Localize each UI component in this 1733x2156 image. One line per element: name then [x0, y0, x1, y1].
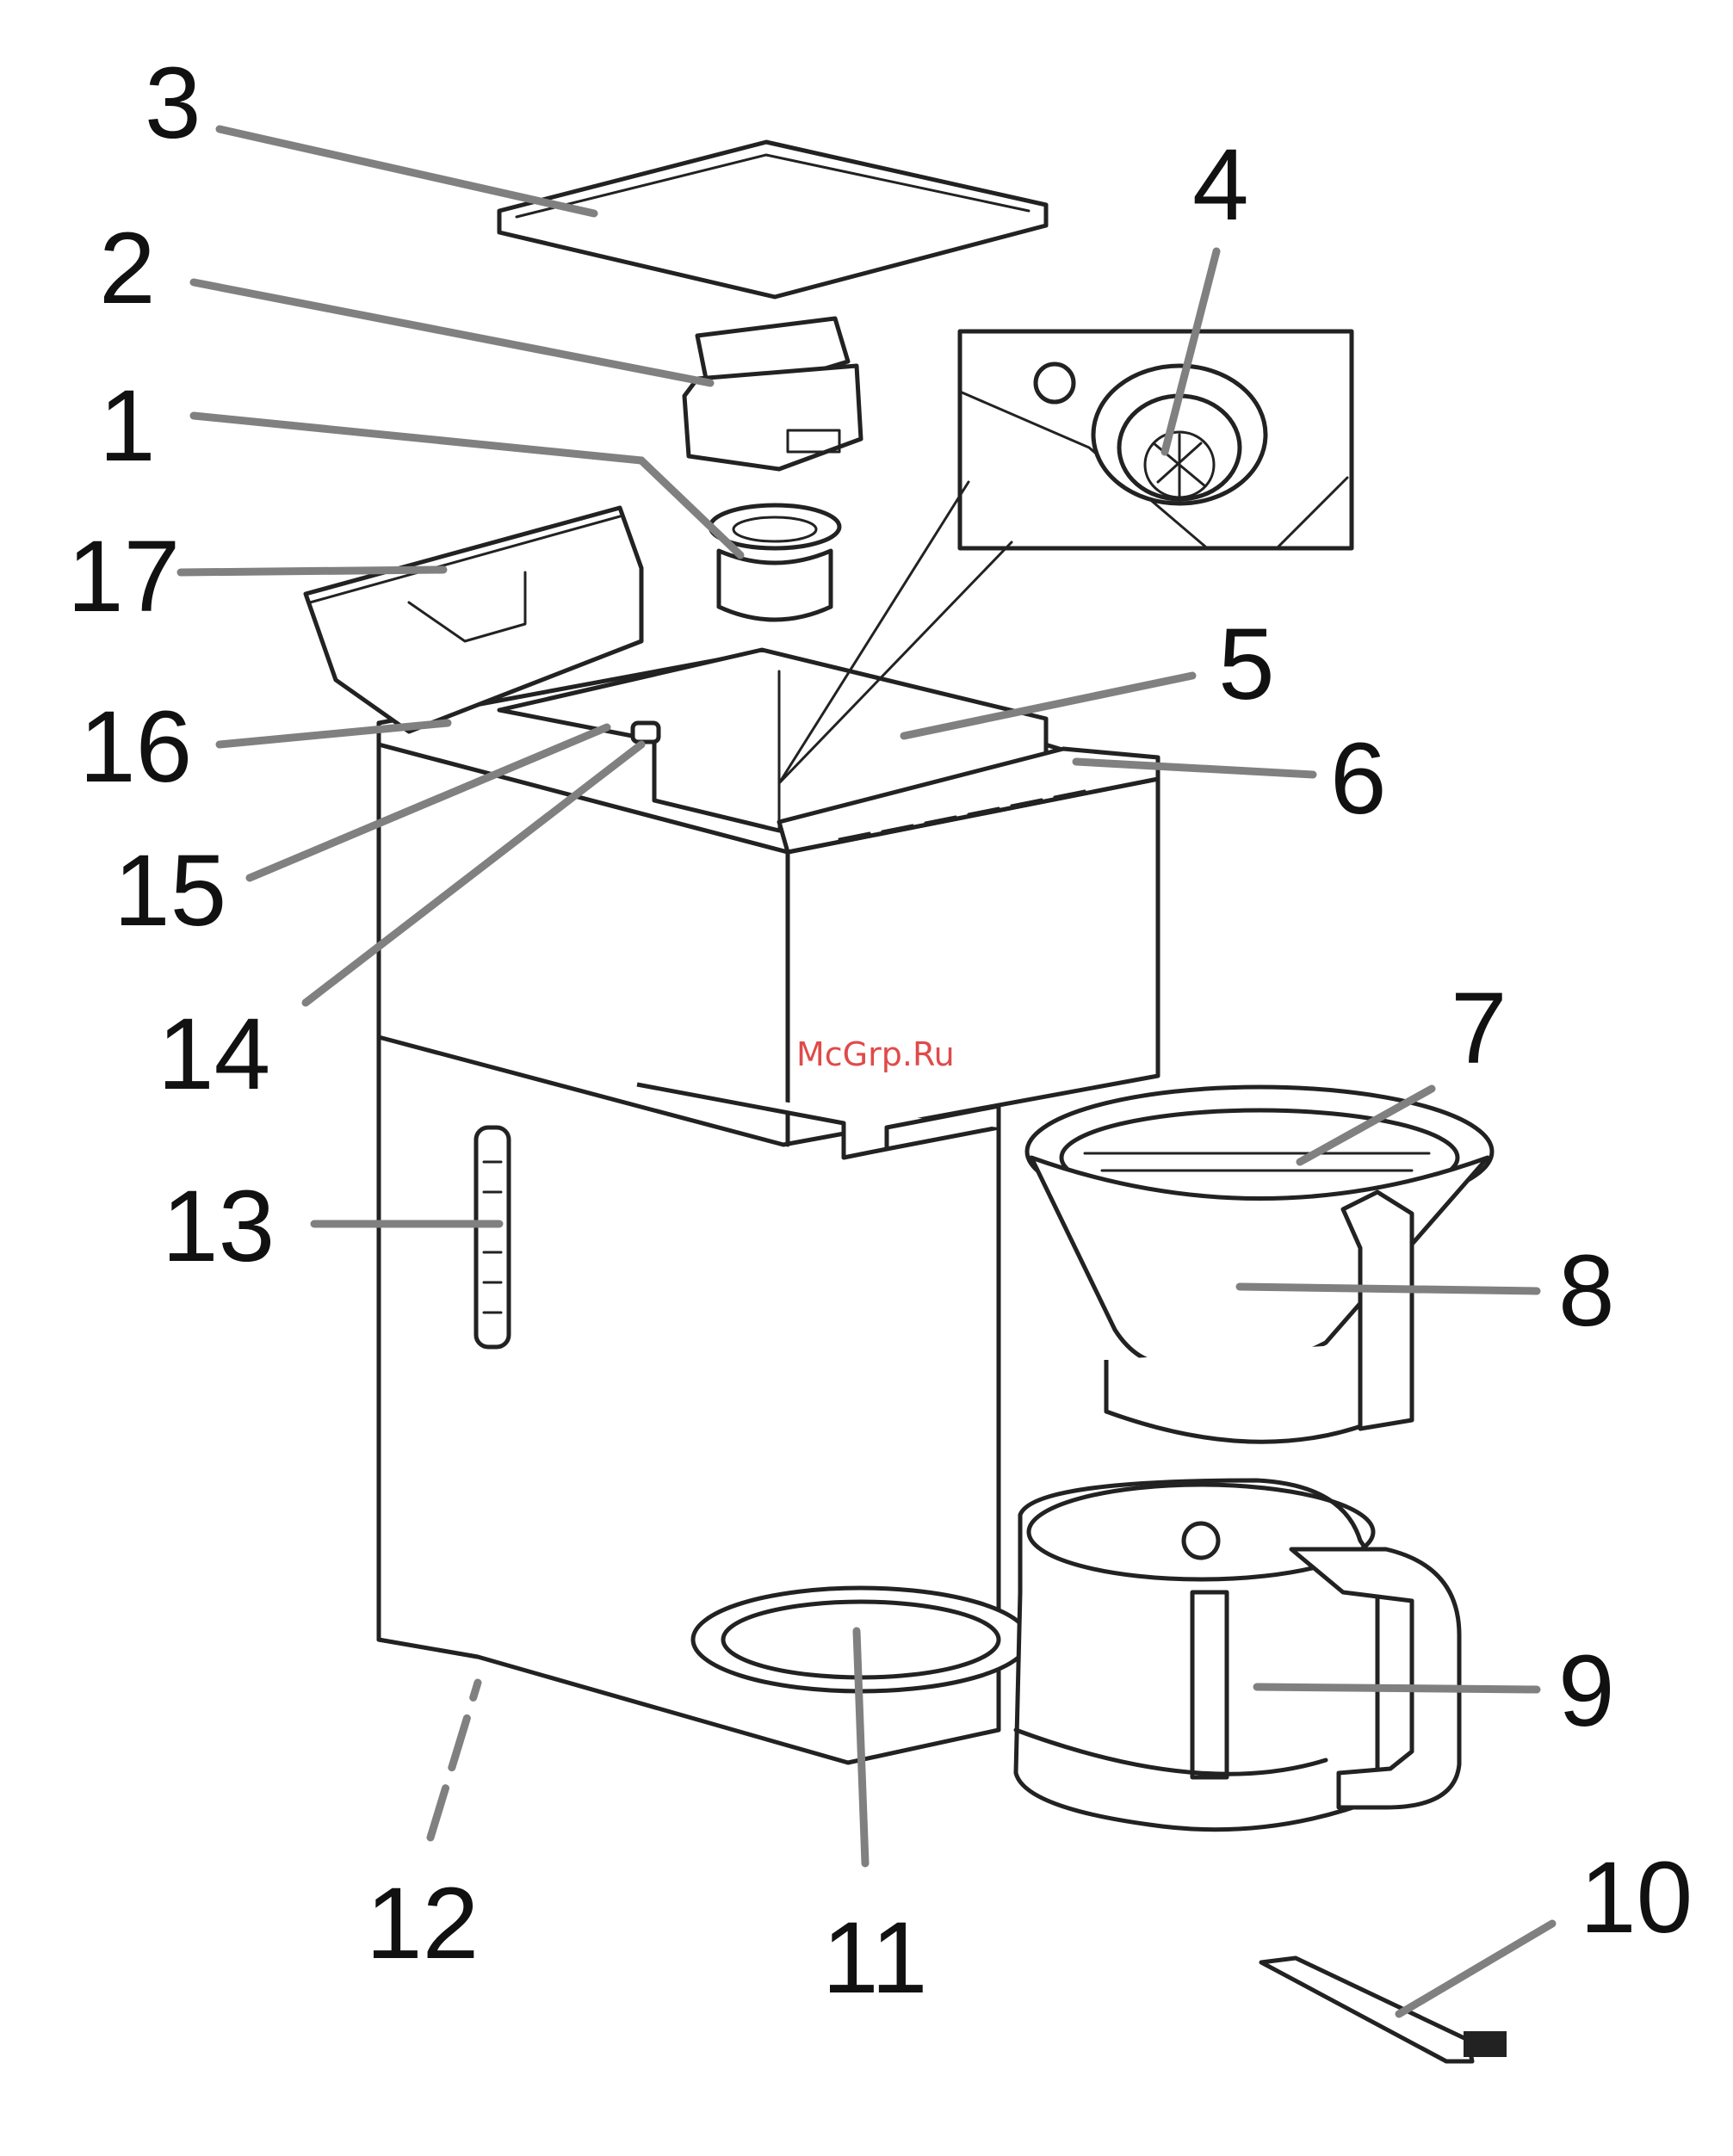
callout-16: 16 [79, 690, 192, 804]
bean-container-lid [499, 142, 1046, 297]
leader-8 [1240, 1287, 1537, 1291]
leader-10 [1399, 1924, 1552, 2014]
callout-14: 14 [158, 998, 270, 1111]
watermark: McGrp.Ru [796, 1035, 955, 1073]
callout-9: 9 [1558, 1634, 1615, 1748]
callout-17: 17 [67, 520, 180, 633]
carafe [1016, 1480, 1459, 1830]
callout-7: 7 [1451, 972, 1507, 1085]
water-level-window [476, 1127, 509, 1347]
grinder-detail-inset [960, 331, 1352, 548]
callout-3: 3 [145, 46, 201, 160]
callout-15: 15 [114, 834, 226, 948]
callout-5: 5 [1218, 608, 1275, 721]
lid-hinge [633, 723, 659, 742]
callout-11: 11 [822, 1901, 928, 2015]
callout-10: 10 [1580, 1841, 1693, 1955]
leader-3 [220, 129, 594, 213]
leader-12 [430, 1683, 478, 1838]
callout-2: 2 [99, 212, 156, 325]
leader-17 [181, 570, 443, 572]
callout-8: 8 [1558, 1234, 1615, 1348]
leader-9 [1257, 1687, 1537, 1690]
callout-1: 1 [99, 369, 156, 483]
callout-13: 13 [162, 1170, 275, 1283]
grinder-cover [684, 318, 861, 469]
callout-12: 12 [366, 1867, 479, 1980]
callout-4: 4 [1192, 128, 1249, 242]
filter-holder [1027, 1087, 1492, 1442]
grinder-ring [710, 505, 839, 620]
callout-6: 6 [1330, 722, 1387, 836]
leader-2 [194, 282, 710, 383]
leader-1 [194, 416, 740, 555]
